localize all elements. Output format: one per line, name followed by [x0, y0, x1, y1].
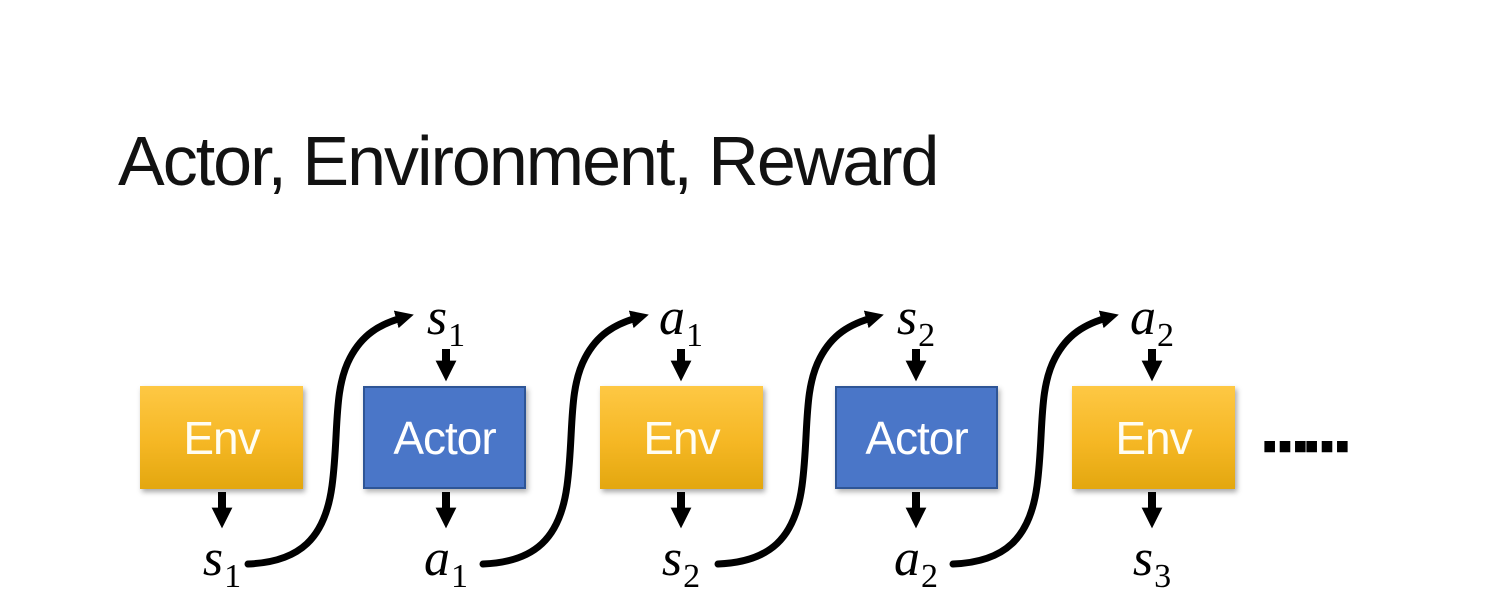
box-label: Actor: [393, 411, 496, 464]
label-sub: 2: [683, 558, 701, 595]
label-base: s: [202, 530, 224, 587]
label-base: a: [424, 530, 450, 587]
label-base: s: [661, 530, 683, 587]
label-s2-top: s2: [871, 289, 961, 353]
slide-title: Actor, Environment, Reward: [118, 122, 939, 200]
label-sub: 1: [224, 558, 242, 595]
actor-box-2: Actor: [835, 386, 998, 489]
label-sub: 3: [1154, 558, 1172, 595]
label-sub: 2: [921, 558, 938, 595]
ellipsis-dots: ……: [1261, 408, 1352, 462]
box-label: Env: [643, 411, 720, 464]
label-a1-bottom: a1: [401, 530, 491, 594]
label-sub: 1: [451, 558, 468, 595]
label-a1-top: a1: [636, 289, 726, 353]
label-base: s: [896, 289, 918, 346]
env-box-2: Env: [600, 386, 763, 489]
actor-box-1: Actor: [363, 386, 526, 489]
label-s3-bottom: s3: [1107, 530, 1197, 594]
label-s1-bottom: s1: [177, 530, 267, 594]
label-s1-top: s1: [401, 289, 491, 353]
label-sub: 2: [1157, 317, 1174, 354]
box-label: Actor: [865, 411, 968, 464]
label-base: s: [426, 289, 448, 346]
label-sub: 1: [686, 317, 703, 354]
env-box-1: Env: [140, 386, 303, 489]
box-label: Env: [1115, 411, 1192, 464]
input-arrows: [435, 349, 1163, 382]
label-s2-bottom: s2: [636, 530, 726, 594]
label-sub: 1: [448, 317, 466, 354]
label-a2-bottom: a2: [871, 530, 961, 594]
label-base: a: [894, 530, 920, 587]
label-sub: 2: [918, 317, 936, 354]
label-base: a: [659, 289, 685, 346]
output-arrows: [211, 492, 1163, 529]
env-box-3: Env: [1072, 386, 1235, 489]
label-base: a: [1130, 289, 1156, 346]
label-a2-top: a2: [1107, 289, 1197, 353]
box-label: Env: [183, 411, 260, 464]
label-base: s: [1132, 530, 1154, 587]
